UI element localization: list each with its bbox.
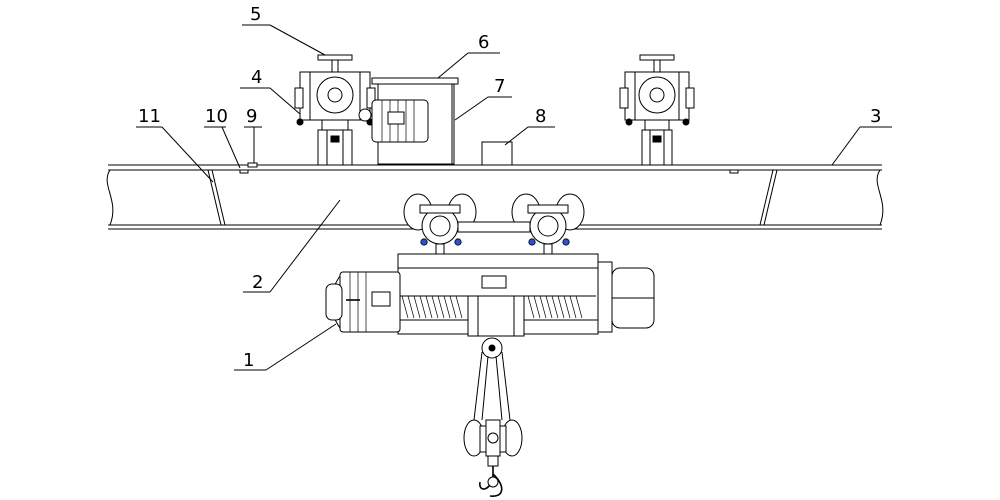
leader-lines [136,24,892,371]
right-top-trolley [619,54,695,166]
label-5: 5 [250,4,261,25]
label-2: 2 [252,272,263,293]
part-numbers: 1 2 3 4 5 6 7 8 9 10 11 [138,4,881,371]
label-11: 11 [138,106,161,127]
control-box [481,141,513,166]
main-girder [106,162,884,230]
electric-hoist [325,253,655,337]
label-1: 1 [243,350,254,371]
drive-motor [358,77,459,165]
label-7: 7 [494,76,505,97]
label-6: 6 [478,32,489,53]
label-10: 10 [205,106,228,127]
left-top-trolley [294,54,376,166]
hook-block [463,337,523,497]
label-9: 9 [246,106,257,127]
label-8: 8 [535,106,546,127]
label-3: 3 [870,106,881,127]
label-4: 4 [251,67,262,88]
